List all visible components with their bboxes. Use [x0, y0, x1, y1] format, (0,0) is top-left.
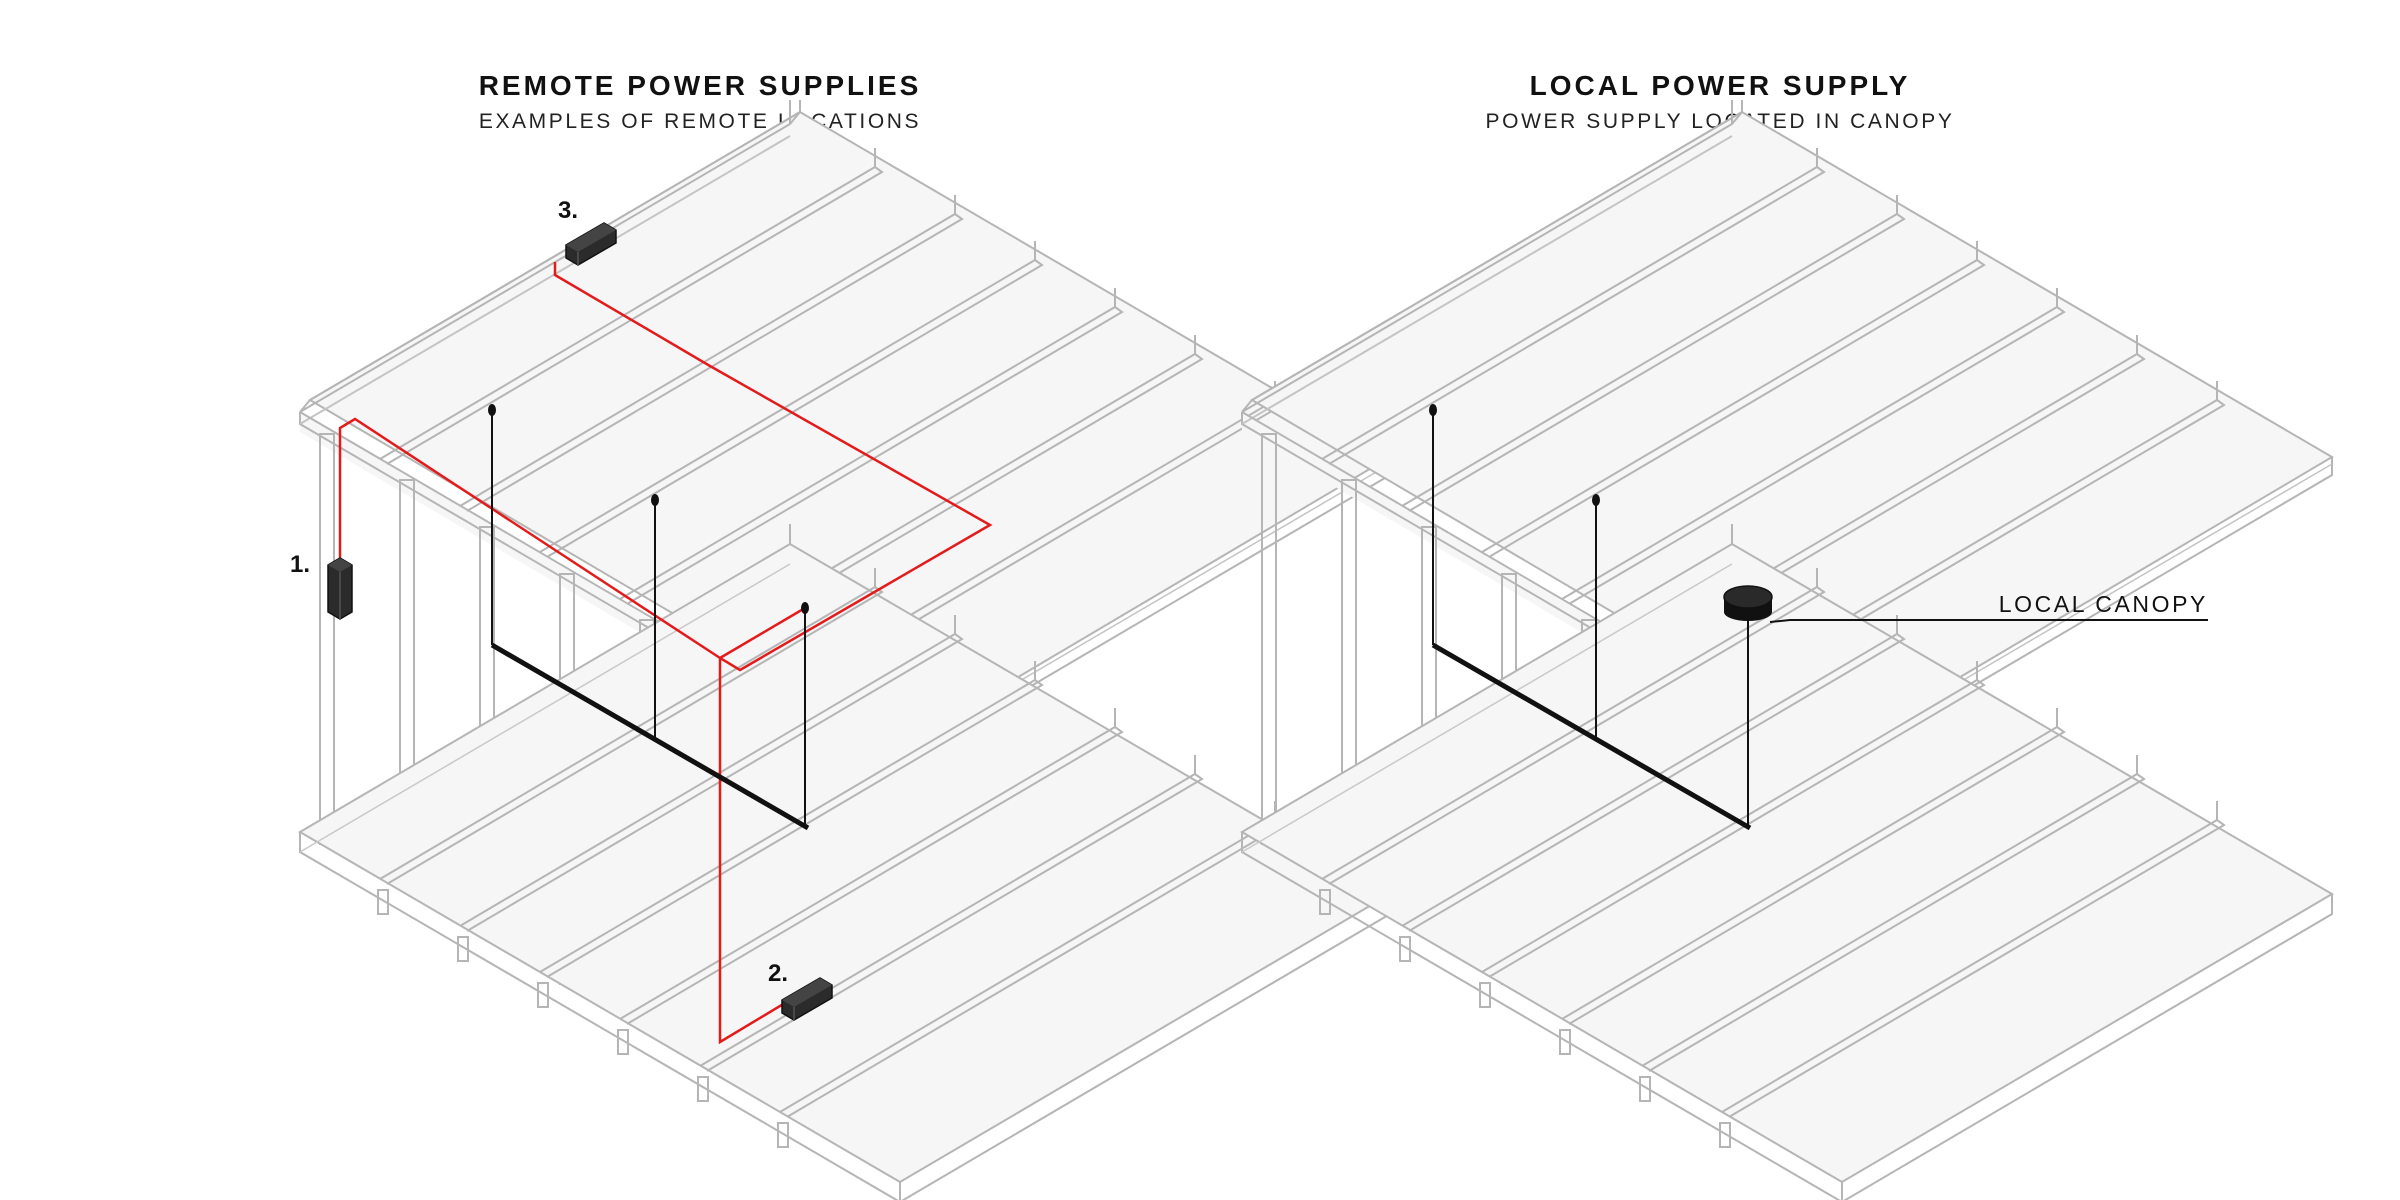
pendant-lights-local — [1429, 404, 1752, 831]
marker-1: 1. — [290, 551, 310, 578]
local-panel-subtitle: POWER SUPPLY LOCATED IN CANOPY — [1485, 110, 1955, 133]
remote-panel-title: REMOTE POWER SUPPLIES — [478, 70, 922, 101]
power-supply-1 — [327, 557, 353, 620]
pendant-lights — [488, 404, 810, 831]
remote-structure: 1. 2. 3. — [290, 99, 1391, 1200]
linear-light-bar — [490, 642, 810, 831]
power-supply-2 — [781, 977, 833, 1021]
linear-light-bar-local — [1431, 642, 1752, 831]
local-structure: LOCAL CANOPY — [1241, 99, 2333, 1200]
wire-to-supply-3 — [338, 262, 993, 672]
power-supply-3 — [565, 222, 617, 266]
local-panel-title: LOCAL POWER SUPPLY — [1529, 70, 1911, 101]
marker-3: 3. — [558, 197, 578, 224]
marker-2: 2. — [768, 960, 788, 987]
callout-leader — [1769, 619, 2208, 623]
local-canopy — [1723, 585, 1773, 621]
callout-label: LOCAL CANOPY — [1999, 591, 2208, 617]
local-power-panel: LOCAL POWER SUPPLY POWER SUPPLY LOCATED … — [1200, 0, 2400, 1200]
